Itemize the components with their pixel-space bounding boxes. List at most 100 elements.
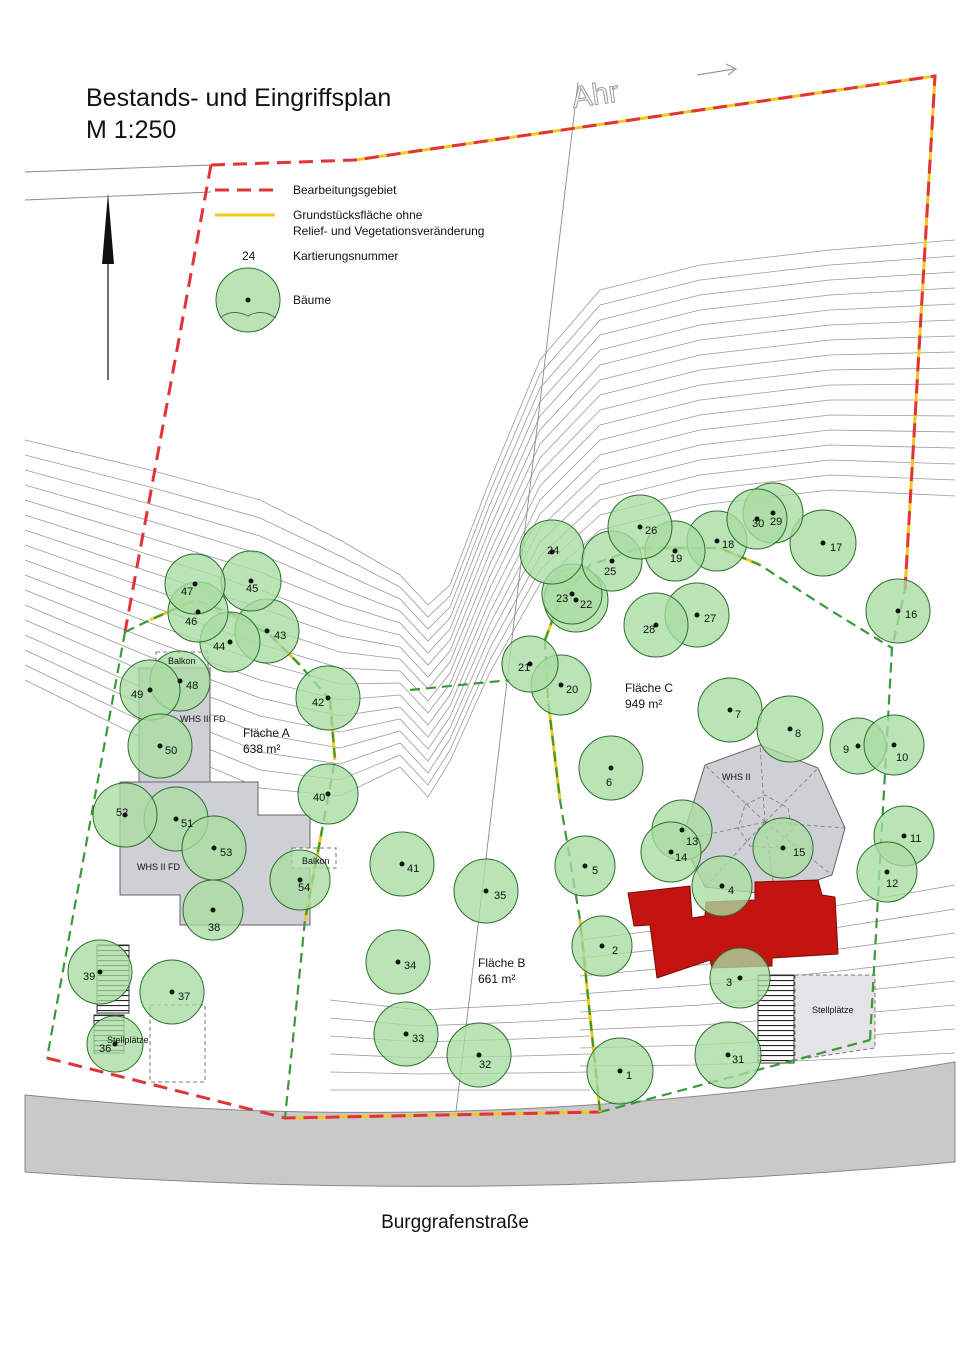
- new-building: [627, 879, 839, 979]
- area-border-left: [45, 631, 127, 1059]
- tree-dot-44: [227, 639, 233, 645]
- contour-line: [24, 459, 956, 774]
- tree-number-22: 22: [580, 599, 592, 611]
- tree-dot-9: [855, 743, 861, 749]
- tree-dot-51: [173, 816, 179, 822]
- tree-number-45: 45: [246, 583, 258, 595]
- legend-boundary-label: Bearbeitungsgebiet: [293, 183, 397, 197]
- north-arrow-icon: [102, 193, 114, 380]
- tree-number-15: 15: [793, 847, 805, 859]
- tree-number-44: 44: [213, 641, 225, 653]
- tree-dot-24: [549, 549, 555, 555]
- legend-trees-label: Bäume: [293, 293, 331, 307]
- tree-number-51: 51: [181, 818, 193, 830]
- tree-dot-15: [780, 845, 786, 851]
- tree-dot-7: [727, 707, 733, 713]
- tree-number-50: 50: [165, 745, 177, 757]
- street-name: Burggrafenstraße: [381, 1212, 529, 1233]
- contour-line: [329, 1017, 591, 1027]
- tree-number-38: 38: [208, 922, 220, 934]
- tree-number-7: 7: [735, 709, 741, 721]
- tree-number-3: 3: [726, 977, 732, 989]
- tree-number-29: 29: [770, 516, 782, 528]
- contour-line: [24, 474, 956, 786]
- tree-dot-19: [672, 548, 678, 554]
- tree-number-48: 48: [186, 680, 198, 692]
- legend-unchanged-label-2: Relief- und Vegetationsveränderung: [293, 224, 484, 238]
- tree-number-23: 23: [556, 593, 568, 605]
- tree-number-13: 13: [686, 836, 698, 848]
- legend: Bearbeitungsgebiet Grundstücksfläche ohn…: [215, 183, 484, 333]
- tree-dot-2: [599, 943, 605, 949]
- tree-dot-10: [891, 742, 897, 748]
- tree-number-52: 52: [116, 807, 128, 819]
- area-c-name: Fläche C: [625, 681, 673, 695]
- tree-number-14: 14: [675, 852, 687, 864]
- tree-dot-37: [169, 989, 175, 995]
- tree-dot-11: [901, 833, 907, 839]
- tree-dot-46: [195, 609, 201, 615]
- plan-scale: M 1:250: [86, 116, 176, 144]
- area-border-bottom-right: [599, 1038, 871, 1114]
- building-labels: Balkon WHS III FD WHS II FD Balkon WHS I…: [107, 656, 854, 1045]
- tree-dot-22: [573, 597, 579, 603]
- tree-dot-27: [694, 612, 700, 618]
- parking-right-label: Stellplätze: [812, 1005, 854, 1015]
- tree-dot-18: [714, 538, 720, 544]
- area-border-b-top: [409, 678, 511, 692]
- contour-line: [24, 444, 956, 762]
- tree-dot-45: [248, 578, 254, 584]
- tree-number-42: 42: [312, 697, 324, 709]
- tree-dot-43: [264, 628, 270, 634]
- parcel-line: [454, 81, 579, 1121]
- parking-right: [794, 974, 876, 1061]
- tree-number-25: 25: [604, 566, 616, 578]
- street-road: [24, 1061, 956, 1187]
- tree-dot-23: [569, 591, 575, 597]
- tree-dot-41: [399, 861, 405, 867]
- contour-line: [24, 489, 956, 798]
- river-label: Ahr: [569, 63, 738, 115]
- parcel-lines: [24, 81, 579, 1121]
- area-labels: Fläche A 638 m² Fläche B 661 m² Fläche C…: [243, 681, 673, 986]
- tree-number-34: 34: [404, 960, 416, 972]
- tree-number-20: 20: [566, 684, 578, 696]
- tree-dot-13: [679, 827, 685, 833]
- tree-number-24: 24: [547, 545, 559, 557]
- tree-number-39: 39: [83, 971, 95, 983]
- tree-dot-17: [820, 540, 826, 546]
- tree-number-46: 46: [185, 616, 197, 628]
- contour-line: [24, 271, 956, 630]
- area-b-name: Fläche B: [478, 956, 525, 970]
- tree-dot-30: [754, 516, 760, 522]
- tree-number-1: 1: [626, 1070, 632, 1082]
- tree-number-36: 36: [99, 1043, 111, 1055]
- tree-number-54: 54: [298, 882, 310, 894]
- tree-dot-4: [719, 883, 725, 889]
- legend-number-sample: 24: [242, 249, 256, 263]
- whs-iii-fd-label: WHS III FD: [180, 714, 226, 724]
- tree-number-16: 16: [905, 609, 917, 621]
- tree-number-18: 18: [722, 539, 734, 551]
- area-c-size: 949 m²: [625, 697, 662, 711]
- contour-line: [24, 239, 956, 606]
- plan-title: Bestands- und Eingriffsplan: [86, 84, 391, 112]
- contour-line: [24, 399, 955, 726]
- tree-dot-31: [725, 1052, 731, 1058]
- tree-number-12: 12: [886, 878, 898, 890]
- tree-dot-8: [787, 726, 793, 732]
- tree-dot-32: [476, 1052, 482, 1058]
- area-b-size: 661 m²: [478, 972, 515, 986]
- tree-number-43: 43: [274, 630, 286, 642]
- tree-number-35: 35: [494, 890, 506, 902]
- tree-dot-52: [122, 812, 128, 818]
- area-a-size: 638 m²: [243, 742, 280, 756]
- tree-number-33: 33: [412, 1033, 424, 1045]
- whs-ii-fd-label: WHS II FD: [137, 862, 180, 872]
- tree-number-28: 28: [643, 624, 655, 636]
- contour-line: [24, 255, 956, 618]
- tree-dot-20: [558, 682, 564, 688]
- flow-arrow-icon: [696, 63, 738, 76]
- tree-number-37: 37: [178, 991, 190, 1003]
